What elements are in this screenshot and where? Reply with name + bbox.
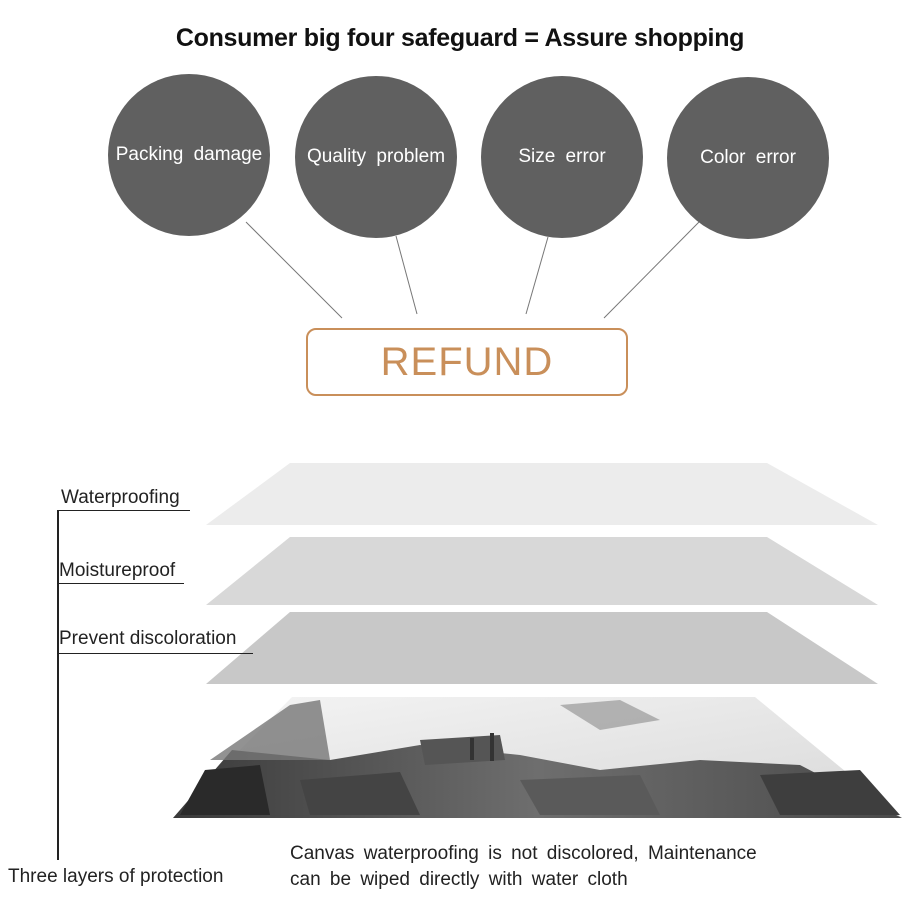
- canvas-photo-image: [173, 697, 902, 818]
- safeguard-label: Quality problem: [306, 146, 446, 167]
- safeguard-label: Packing damage: [115, 144, 263, 165]
- bracket-vertical-line: [57, 510, 59, 860]
- layer-label-prevent-discoloration: Prevent discoloration: [59, 628, 237, 649]
- connector-line: [603, 221, 700, 319]
- description-line: can be wiped directly with water cloth: [290, 869, 628, 890]
- safeguard-circle-size-error: Size error: [481, 76, 643, 238]
- layer-label-moistureproof: Moistureproof: [59, 560, 176, 581]
- page-title: Consumer big four safeguard = Assure sho…: [175, 24, 745, 52]
- connector-line: [245, 221, 343, 319]
- bracket-underline: [57, 510, 190, 511]
- layer-sheet-waterproofing: [206, 463, 878, 525]
- maintenance-description: Canvas waterproofing is not discolored, …: [290, 841, 757, 893]
- connector-line: [395, 235, 418, 315]
- three-layers-label: Three layers of protection: [8, 866, 224, 887]
- safeguard-label: Color error: [700, 147, 796, 168]
- refund-box: REFUND: [306, 328, 628, 396]
- safeguard-circle-quality-problem: Quality problem: [295, 76, 457, 238]
- refund-label: REFUND: [380, 339, 554, 384]
- bracket-underline: [57, 653, 253, 654]
- layer-label-waterproofing: Waterproofing: [61, 487, 180, 508]
- layer-sheet-moistureproof: [206, 537, 878, 605]
- safeguard-circle-color-error: Color error: [667, 77, 829, 239]
- safeguard-circle-packing-damage: Packing damage: [108, 74, 270, 236]
- layer-sheet-prevent-discoloration: [206, 612, 878, 684]
- safeguard-label: Size error: [518, 146, 606, 167]
- connector-line: [525, 236, 549, 315]
- bracket-underline: [57, 583, 184, 584]
- description-line: Canvas waterproofing is not discolored, …: [290, 843, 757, 864]
